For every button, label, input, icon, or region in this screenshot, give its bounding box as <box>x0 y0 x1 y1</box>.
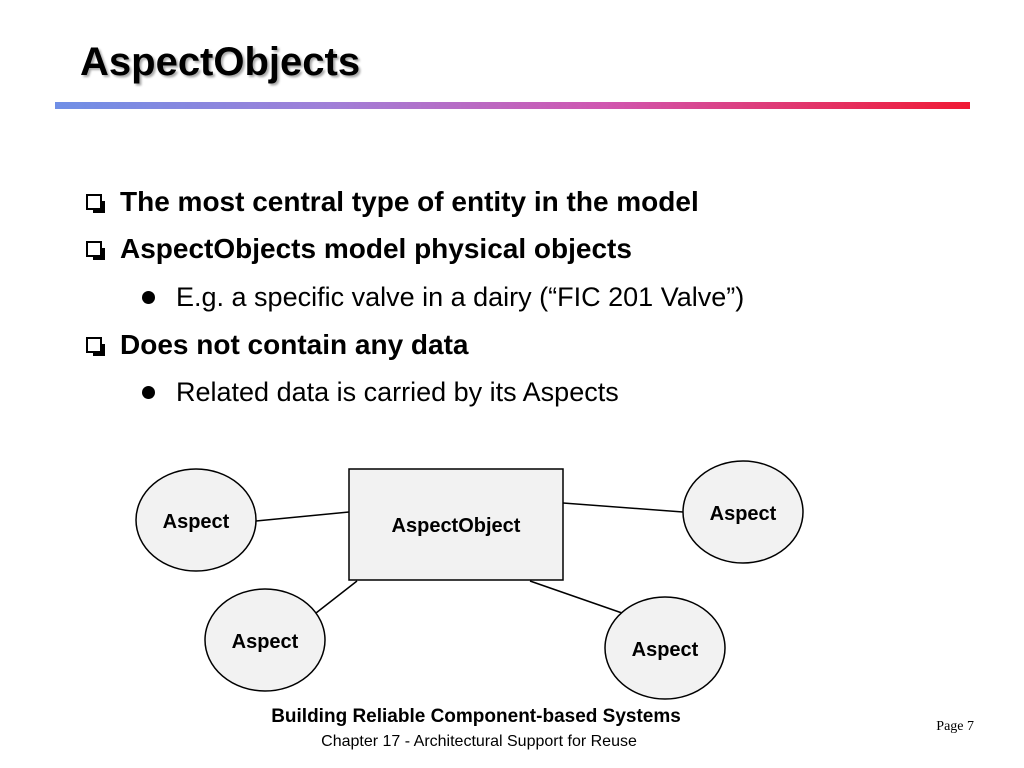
connector-line <box>255 511 350 522</box>
aspect-label: Aspect <box>632 639 699 661</box>
aspect-label: Aspect <box>163 511 230 533</box>
bullet-text: Does not contain any data <box>120 329 469 360</box>
bullet-item: AspectObjects model physical objects <box>86 233 632 265</box>
sub-bullet-text: E.g. a specific valve in a dairy (“FIC 2… <box>176 282 745 312</box>
aspect-ellipse <box>682 460 804 564</box>
connector-line <box>562 502 684 513</box>
round-bullet-icon <box>142 386 155 399</box>
footer-title: Building Reliable Component-based System… <box>271 706 681 727</box>
aspect-label: Aspect <box>710 503 777 525</box>
aspect-ellipse <box>204 588 326 692</box>
round-bullet-icon <box>142 291 155 304</box>
aspect-ellipse <box>604 596 726 700</box>
bullet-item: Does not contain any data <box>86 329 469 361</box>
sub-bullet-item: E.g. a specific valve in a dairy (“FIC 2… <box>142 282 744 313</box>
sub-bullet-item: Related data is carried by its Aspects <box>142 377 619 408</box>
slide-title: AspectObjects <box>80 40 361 84</box>
connector-line <box>315 580 358 614</box>
aspect-ellipse <box>135 468 257 572</box>
square-bullet-icon <box>86 337 105 356</box>
bullet-item: The most central type of entity in the m… <box>86 186 699 218</box>
footer-subtitle: Chapter 17 - Architectural Support for R… <box>321 733 637 750</box>
square-bullet-icon <box>86 241 105 260</box>
connector-line <box>529 580 623 614</box>
aspect-object-label: AspectObject <box>392 515 521 537</box>
aspect-label: Aspect <box>232 631 299 653</box>
sub-bullet-text: Related data is carried by its Aspects <box>176 377 619 407</box>
bullet-text: The most central type of entity in the m… <box>120 186 699 217</box>
page-number: Page 7 <box>936 719 974 734</box>
title-underline <box>55 102 970 109</box>
aspect-object-box <box>348 468 564 581</box>
square-bullet-icon <box>86 194 105 213</box>
bullet-text: AspectObjects model physical objects <box>120 233 632 264</box>
